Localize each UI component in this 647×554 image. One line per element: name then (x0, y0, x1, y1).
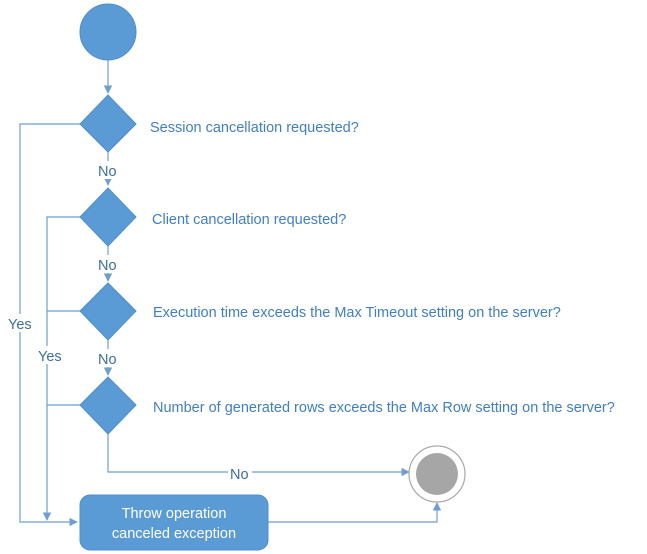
connector-q2-yes-trunk (42, 216, 80, 521)
no-label-3-bg (96, 349, 120, 367)
edge-label-yes-inner: Yes (38, 349, 62, 365)
edge-label-no-3: No (98, 352, 117, 368)
connector-q4-no-to-end (107, 434, 410, 477)
decision-session-cancel (79, 94, 137, 153)
start-node (79, 3, 137, 61)
action-throw-exception (79, 494, 269, 551)
no-label-final-bg (228, 464, 252, 482)
yes-label-outer-bg (7, 314, 34, 332)
decision-max-timeout (79, 282, 137, 341)
edge-label-no-1: No (98, 164, 117, 180)
end-node-inner (416, 453, 458, 495)
edge-label-no-final: No (230, 467, 249, 483)
no-label-1-bg (96, 161, 120, 179)
edge-label-no-2: No (98, 258, 117, 274)
decision-client-cancel (79, 187, 137, 247)
action-label-line-2: canceled exception (112, 526, 236, 542)
edge-label-yes-outer: Yes (8, 317, 32, 333)
connector-action-to-end (268, 502, 442, 523)
yes-label-inner-bg (36, 346, 63, 364)
decision-max-row (79, 376, 137, 435)
action-label-line-1: Throw operation (122, 506, 227, 522)
no-label-2-bg (96, 255, 120, 273)
question-client-cancel: Client cancellation requested? (152, 212, 346, 228)
question-max-timeout: Execution time exceeds the Max Timeout s… (153, 305, 561, 321)
question-session-cancel: Session cancellation requested? (150, 120, 359, 136)
question-max-row: Number of generated rows exceeds the Max… (153, 400, 615, 416)
